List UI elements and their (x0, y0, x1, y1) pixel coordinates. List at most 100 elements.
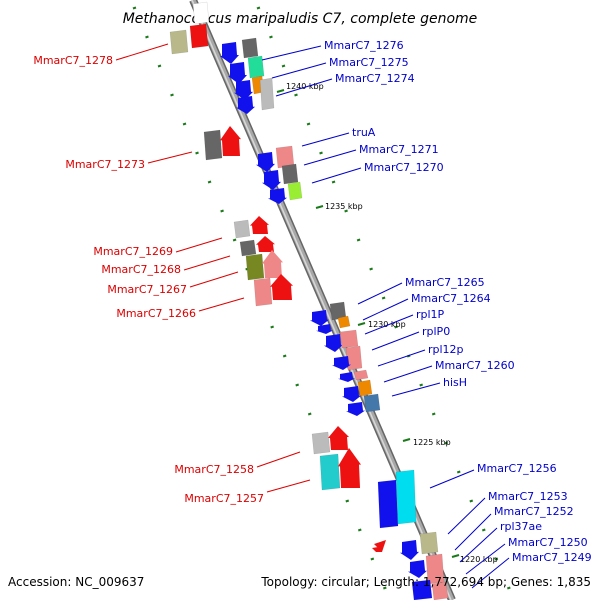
position-tick (256, 6, 261, 10)
accession-text: Accession: NC_009637 (8, 575, 144, 589)
kbp-label: 1220 kbp (460, 555, 498, 564)
label-connector (364, 314, 414, 335)
label-connector (303, 149, 357, 166)
gene-box (247, 55, 265, 79)
gene-features (169, 1, 449, 600)
gene-box (189, 23, 209, 49)
kbp-tick (315, 205, 324, 209)
position-tick (207, 180, 212, 184)
gene-label[interactable]: rpl12p (428, 343, 464, 356)
gene-arrow (228, 62, 247, 84)
position-tick (306, 122, 311, 126)
gene-label[interactable]: MmarC7_1249 (512, 551, 592, 564)
gene-arrow (328, 426, 349, 450)
gene-box (319, 453, 341, 491)
gene-label[interactable]: MmarC7_1256 (477, 462, 557, 475)
gene-label[interactable]: MmarC7_1270 (364, 161, 444, 174)
gene-box (425, 553, 445, 585)
gene-label[interactable]: rpl1P (416, 308, 445, 321)
position-tick (394, 325, 398, 329)
gene-box (287, 181, 303, 201)
position-tick (419, 383, 424, 387)
gene-arrow (220, 42, 239, 64)
label-connector (454, 513, 492, 551)
gene-label[interactable]: MmarC7_1265 (405, 276, 485, 289)
label-connector (391, 382, 441, 397)
position-tick (356, 238, 361, 242)
gene-label[interactable]: MmarC7_1264 (411, 292, 491, 305)
gene-label[interactable]: MmarC7_1278 (33, 54, 113, 67)
gene-label[interactable]: MmarC7_1271 (359, 143, 439, 156)
gene-arrow (268, 188, 287, 204)
gene-label[interactable]: MmarC7_1260 (435, 359, 515, 372)
label-connector (256, 451, 301, 468)
gene-label[interactable]: MmarC7_1257 (184, 492, 264, 505)
label-connector (447, 497, 486, 535)
kbp-tick (451, 554, 460, 558)
gene-label[interactable]: MmarC7_1273 (65, 158, 145, 171)
gene-label[interactable]: MmarC7_1269 (93, 245, 173, 258)
position-tick (357, 528, 362, 532)
gene-label[interactable]: truA (352, 126, 376, 139)
label-connector (459, 527, 498, 563)
position-tick (319, 151, 323, 155)
gene-arrow (374, 540, 386, 548)
label-connector (383, 365, 433, 383)
gene-label[interactable]: MmarC7_1275 (329, 56, 409, 69)
gene-label[interactable]: MmarC7_1253 (488, 490, 568, 503)
position-tick (381, 296, 386, 300)
gene-label[interactable]: rpl37ae (500, 520, 542, 533)
gene-box (339, 329, 359, 349)
gene-label[interactable]: MmarC7_1250 (508, 536, 588, 549)
position-tick (469, 499, 474, 503)
gene-label[interactable]: MmarC7_1258 (174, 463, 254, 476)
gene-label[interactable]: MmarC7_1268 (101, 263, 181, 276)
gene-arrow (316, 324, 333, 334)
gene-box (431, 581, 449, 600)
gene-arrow (234, 80, 253, 100)
label-connector (271, 62, 327, 79)
gene-label[interactable]: MmarC7_1276 (324, 39, 404, 52)
gene-box (192, 1, 210, 25)
topology-text: Topology: circular; Length: 1,772,694 bp… (260, 575, 591, 589)
gene-box (363, 393, 381, 413)
position-tick (157, 64, 162, 68)
gene-label[interactable]: MmarC7_1266 (116, 307, 196, 320)
gene-box (419, 531, 439, 555)
position-tick (456, 470, 461, 474)
gene-label[interactable]: MmarC7_1267 (107, 283, 187, 296)
label-connector (301, 132, 350, 147)
gene-box (253, 277, 273, 307)
label-connector (261, 45, 322, 61)
label-connector (362, 298, 409, 321)
label-connector (115, 43, 169, 61)
gene-label[interactable]: MmarC7_1274 (335, 72, 415, 85)
kbp-tick (402, 438, 411, 442)
gene-arrow (220, 126, 241, 156)
position-tick (270, 325, 274, 329)
gene-label[interactable]: rplP0 (422, 325, 450, 338)
label-connector (371, 331, 420, 351)
position-tick (444, 441, 449, 445)
gene-label[interactable]: MmarC7_1252 (494, 505, 574, 518)
position-tick (195, 151, 199, 155)
gene-box (353, 369, 369, 381)
position-tick (344, 209, 348, 213)
gene-arrow (342, 386, 361, 402)
kbp-tick (276, 89, 285, 93)
position-tick (369, 267, 373, 271)
kbp-label: 1225 kbp (413, 438, 451, 447)
gene-box (259, 77, 275, 111)
label-connector (183, 255, 231, 271)
map-title: Methanococcus maripaludis C7, complete g… (123, 11, 478, 27)
position-tick (331, 180, 336, 184)
left-gene-labels: MmarC7_1278 MmarC7_1273 MmarC7_1269 Mmar… (33, 43, 311, 505)
gene-box (281, 163, 299, 185)
gene-label[interactable]: hisH (443, 376, 467, 389)
gene-arrow (250, 216, 269, 234)
position-ticks (132, 6, 511, 590)
position-tick (232, 238, 237, 242)
kbp-tick (357, 322, 366, 326)
